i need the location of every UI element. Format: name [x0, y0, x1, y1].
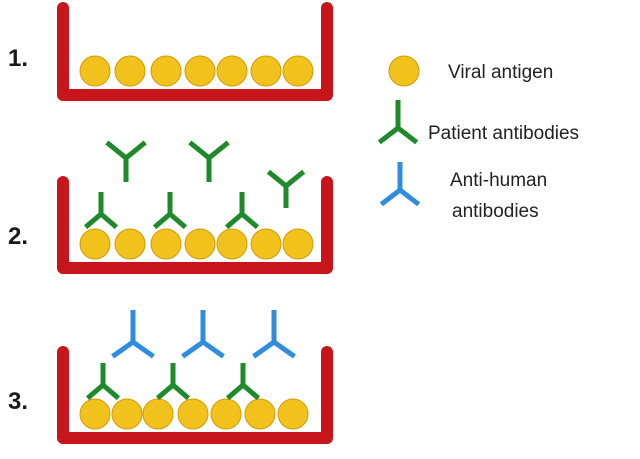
legend-anti-human-label-line1: Anti-human — [450, 170, 547, 191]
well-2-antigen — [79, 228, 111, 260]
well-2-antigen — [150, 228, 182, 260]
well-3-bound-patient-antibody — [225, 363, 261, 401]
well-2-antigen — [282, 228, 314, 260]
well-2-bound-patient-antibody — [224, 192, 260, 230]
well-3-antigen — [79, 398, 111, 430]
step-2-label: 2. — [8, 223, 28, 250]
well-1-antigen — [216, 55, 248, 87]
well-3-anti-human-antibody — [111, 310, 155, 359]
well-3-antigen — [277, 398, 309, 430]
legend-patient-antibodies-label: Patient antibodies — [428, 123, 579, 144]
well-2-antigen — [184, 228, 216, 260]
step-1-label: 1. — [8, 45, 28, 72]
well-2-free-patient-antibody — [105, 140, 147, 182]
well-3-antigen — [210, 398, 242, 430]
legend: Viral antigen Patient antibodies Anti-hu… — [377, 55, 579, 222]
well-3-bound-patient-antibody — [155, 363, 191, 401]
wells-layer — [57, 2, 333, 444]
legend-symbols — [377, 55, 421, 207]
well-1-antigen — [114, 55, 146, 87]
well-2-free-patient-antibody — [266, 169, 306, 208]
well-3-antigen — [244, 398, 276, 430]
well-2-free-patient-antibody — [188, 140, 230, 182]
well-2-antigen — [250, 228, 282, 260]
well-2-antigen — [114, 228, 146, 260]
well-1 — [57, 2, 333, 101]
well-3 — [57, 346, 333, 444]
well-2-bound-patient-antibody — [83, 192, 119, 230]
well-2-bound-patient-antibody — [152, 192, 188, 230]
well-3-anti-human-antibody — [181, 310, 225, 359]
legend-viral-antigen-label: Viral antigen — [448, 62, 553, 83]
well-3-antigen — [177, 398, 209, 430]
well-3-antigen — [111, 398, 143, 430]
well-1-antigen — [282, 55, 314, 87]
well-2 — [57, 176, 333, 274]
legend-viral-antigen-symbol — [388, 55, 420, 87]
well-3-anti-human-antibody — [252, 310, 296, 359]
step-3-label: 3. — [8, 388, 28, 415]
legend-anti-human-label-line2: antibodies — [452, 201, 539, 222]
well-1-antigen — [250, 55, 282, 87]
well-3-bound-patient-antibody — [85, 363, 121, 401]
well-1-antigen — [150, 55, 182, 87]
well-3-antigen — [142, 398, 174, 430]
legend-anti-human-antibody-symbol — [379, 162, 421, 207]
legend-patient-antibody-symbol — [377, 100, 419, 145]
well-1-antigen — [184, 55, 216, 87]
antigens-layer — [79, 55, 314, 430]
well-1-antigen — [79, 55, 111, 87]
antibodies-layer — [83, 140, 306, 401]
well-2-antigen — [216, 228, 248, 260]
